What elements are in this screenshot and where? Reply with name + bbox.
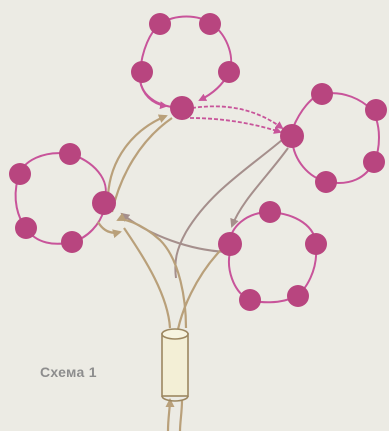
node <box>315 171 337 193</box>
node <box>311 83 333 105</box>
node <box>61 231 83 253</box>
node <box>199 13 221 35</box>
node <box>9 163 31 185</box>
node <box>59 143 81 165</box>
node <box>365 99 387 121</box>
node <box>259 201 281 223</box>
node <box>15 217 37 239</box>
node <box>170 96 194 120</box>
node <box>287 285 309 307</box>
cylinder <box>161 328 189 402</box>
node <box>218 232 242 256</box>
nodes-right <box>280 83 387 193</box>
node <box>131 61 153 83</box>
nodes-bottom <box>218 201 327 311</box>
nodes-top <box>131 13 240 120</box>
loop-connections <box>189 105 284 134</box>
node <box>149 13 171 35</box>
diagram-caption: Схема 1 <box>40 364 97 380</box>
nodes-left <box>9 143 116 253</box>
node <box>92 191 116 215</box>
node <box>218 61 240 83</box>
node <box>280 124 304 148</box>
node <box>239 289 261 311</box>
node <box>363 151 385 173</box>
node <box>305 233 327 255</box>
